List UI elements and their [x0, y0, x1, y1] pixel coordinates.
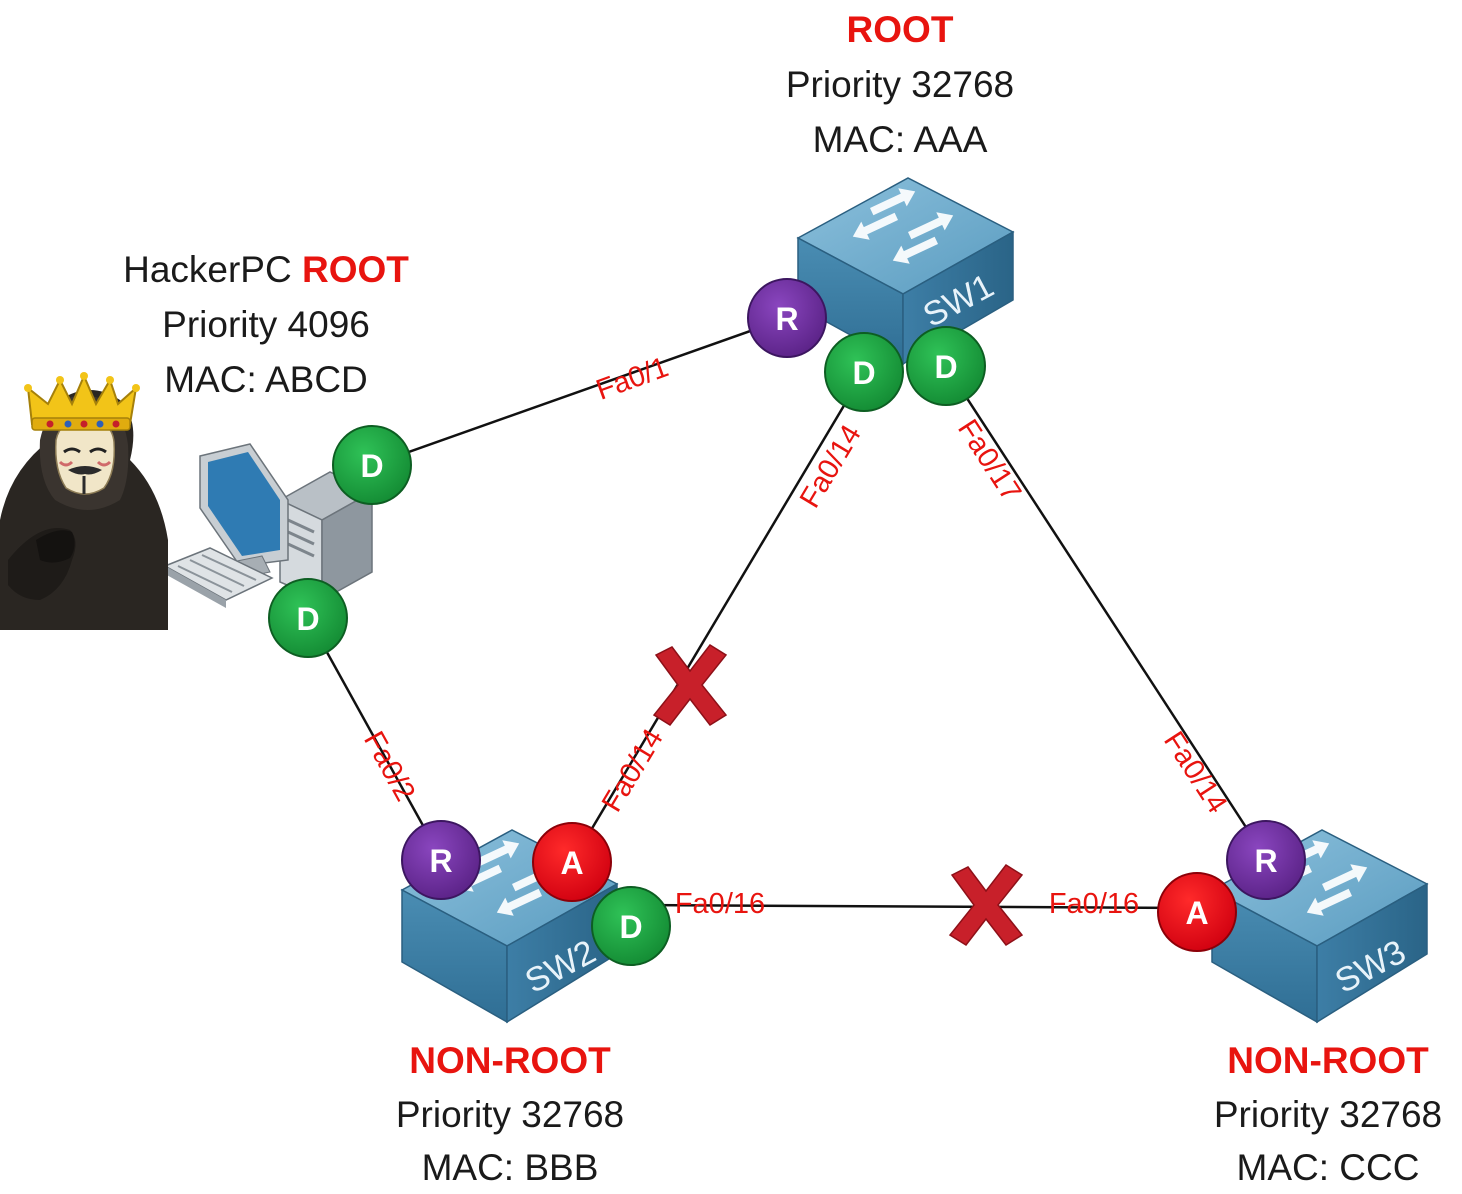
hackerpc-name-label: HackerPC: [123, 249, 292, 290]
sw2-role-label: NON-ROOT: [409, 1040, 611, 1081]
root-port-badge: R: [401, 820, 481, 900]
sw2-info: NON-ROOT Priority 32768 MAC: BBB: [396, 1040, 624, 1188]
port-label-sw2-fa016: Fa0/16: [675, 888, 765, 920]
sw3-info: NON-ROOT Priority 32768 MAC: CCC: [1214, 1040, 1442, 1188]
sw1-mac-label: MAC: AAA: [813, 119, 988, 160]
link-pc-sw2: [306, 617, 443, 859]
svg-text:D: D: [852, 355, 875, 391]
svg-text:A: A: [1185, 895, 1208, 931]
sw1-info: ROOT Priority 32768 MAC: AAA: [786, 9, 1014, 160]
port-label-sw3-fa014: Fa0/14: [1157, 726, 1233, 819]
sw2-priority-label: Priority 32768: [396, 1094, 624, 1135]
sw3-priority-label: Priority 32768: [1214, 1094, 1442, 1135]
port-label-sw1-fa017: Fa0/17: [951, 414, 1027, 507]
blocked-link-x-icon: [652, 644, 728, 726]
root-port-badge: R: [747, 278, 827, 358]
designated-port-badge: D: [268, 578, 348, 658]
svg-text:D: D: [619, 909, 642, 945]
alternate-port-badge: A: [532, 822, 612, 902]
hackerpc-priority-label: Priority 4096: [162, 304, 370, 345]
hackerpc-mac-label: MAC: ABCD: [164, 359, 368, 400]
port-label-sw1-fa014: Fa0/14: [794, 420, 868, 514]
port-labels: Fa0/1 Fa0/14 Fa0/17 Fa0/2 Fa0/14 Fa0/16 …: [357, 351, 1233, 920]
svg-text:D: D: [360, 448, 383, 484]
hackerpc-role-label: ROOT: [302, 249, 409, 290]
designated-port-badge: D: [824, 332, 904, 412]
port-label-sw1-fa01: Fa0/1: [592, 351, 673, 406]
svg-text:R: R: [775, 301, 798, 337]
svg-text:R: R: [1254, 843, 1277, 879]
blocked-link-x-icon: [948, 864, 1024, 946]
port-label-sw2-fa014: Fa0/14: [596, 724, 670, 818]
sw3-mac-label: MAC: CCC: [1237, 1147, 1420, 1188]
port-label-sw3-fa016: Fa0/16: [1049, 888, 1139, 920]
link-sw1-sw3: [944, 365, 1268, 859]
link-pc-sw1: [371, 316, 788, 467]
svg-text:R: R: [429, 843, 452, 879]
alternate-port-badge: A: [1157, 872, 1237, 952]
root-port-badge: R: [1226, 820, 1306, 900]
svg-text:D: D: [934, 349, 957, 385]
port-label-sw2-fa02: Fa0/2: [357, 726, 421, 806]
sw1-priority-label: Priority 32768: [786, 64, 1014, 105]
port-role-badges: R D D D D R A D: [268, 278, 1306, 966]
svg-text:A: A: [560, 845, 583, 881]
hackerpc-info: HackerPC ROOT Priority 4096 MAC: ABCD: [123, 249, 409, 400]
sw2-mac-label: MAC: BBB: [422, 1147, 599, 1188]
link-sw2-sw3: [630, 903, 1198, 910]
links: [306, 316, 1268, 910]
sw3-switch-icon: [1210, 829, 1429, 1024]
sw3-role-label: NON-ROOT: [1227, 1040, 1429, 1081]
svg-text:HackerPC ROOT: HackerPC ROOT: [123, 249, 409, 290]
designated-port-badge: D: [906, 326, 986, 406]
link-sw1-sw2: [570, 371, 866, 863]
svg-text:D: D: [296, 601, 319, 637]
hacker-king-icon: [0, 372, 168, 630]
desktop-pc-icon: [163, 443, 374, 608]
designated-port-badge: D: [591, 886, 671, 966]
sw1-role-label: ROOT: [847, 9, 954, 50]
designated-port-badge: D: [332, 425, 412, 505]
